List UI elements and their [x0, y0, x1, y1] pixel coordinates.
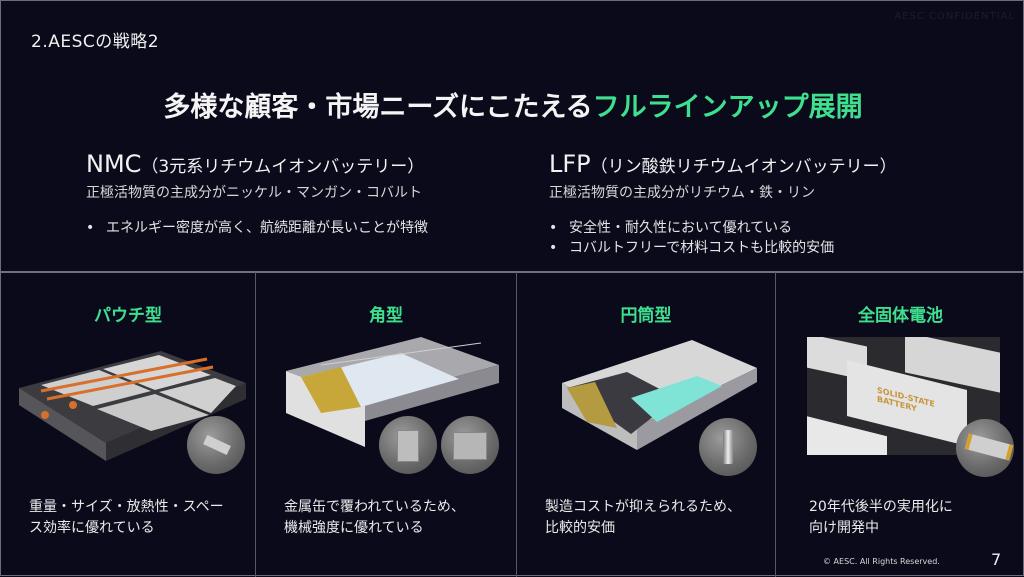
chemistry-title: NMC（3元系リチウムイオンバッテリー） — [86, 151, 428, 181]
card-description: 20年代後半の実用化に 向け開発中 — [809, 499, 953, 536]
chemistry-title: LFP（リン酸鉄リチウムイオンバッテリー） — [549, 151, 897, 181]
page-number: 7 — [991, 550, 1002, 569]
card-pouch: パウチ型 重量・サイズ・放熱性・スペー ス効率に優れている — [1, 273, 255, 577]
chemistry-name: （リン酸鉄リチウムイオンバッテリー） — [590, 157, 897, 177]
prismatic-cell-thumbnail — [379, 416, 437, 474]
chemistry-subtitle: 正極活物質の主成分がニッケル・マンガン・コバルト — [86, 185, 422, 201]
confidential-watermark: AESC CONFIDENTIAL — [894, 11, 1015, 22]
card-description: 重量・サイズ・放熱性・スペー ス効率に優れている — [29, 499, 224, 536]
card-prismatic: 角型 金属缶で覆われているため、 機械強度に優れている — [256, 273, 516, 577]
vertical-divider — [255, 272, 256, 577]
bullet-item: • 安全性・耐久性において優れている — [549, 218, 897, 238]
prismatic-battery-pack-image — [286, 337, 499, 447]
chemistry-lfp: LFP（リン酸鉄リチウムイオンバッテリー） 正極活物質の主成分がリチウム・鉄・リ… — [549, 151, 897, 258]
vertical-divider — [775, 272, 776, 577]
chemistry-bullets: • エネルギー密度が高く、航続距離が長いことが特徴 — [86, 218, 428, 238]
cylindrical-cell-thumbnail — [699, 418, 757, 476]
bullet-text: エネルギー密度が高く、航続距離が長いことが特徴 — [106, 220, 428, 236]
solid-state-label: SOLID-STATE BATTERY — [877, 385, 935, 414]
prismatic-cell-thumbnail-2 — [441, 416, 499, 474]
bullet-icon: • — [549, 220, 558, 236]
bullet-item: • エネルギー密度が高く、航続距離が長いことが特徴 — [86, 218, 428, 238]
chemistry-nmc: NMC（3元系リチウムイオンバッテリー） 正極活物質の主成分がニッケル・マンガン… — [86, 151, 428, 238]
cylindrical-battery-pack-image — [562, 340, 757, 450]
chemistry-subtitle: 正極活物質の主成分がリチウム・鉄・リン — [549, 185, 815, 201]
chemistry-bullets: • 安全性・耐久性において優れている • コバルトフリーで材料コストも比較的安価 — [549, 218, 897, 258]
card-title: 円筒型 — [620, 306, 672, 326]
bullet-item: • コバルトフリーで材料コストも比較的安価 — [549, 238, 897, 258]
chemistry-abbr: LFP — [549, 150, 591, 178]
bullet-text: コバルトフリーで材料コストも比較的安価 — [569, 240, 835, 256]
card-description: 金属缶で覆われているため、 機械強度に優れている — [284, 499, 465, 536]
card-solid-state: 全固体電池 SOLID-STATE BATTERY 20年代後半の実用化に 向け… — [776, 273, 1024, 577]
pouch-battery-pack-image — [19, 351, 246, 461]
bullet-icon: • — [86, 220, 95, 236]
section-label: 2.AESCの戦略2 — [31, 32, 160, 52]
copyright: © AESC. All Rights Reserved. — [823, 557, 940, 566]
pouch-cell-thumbnail — [187, 416, 245, 474]
card-cylindrical: 円筒型 製造コストが抑えられるため、 比較的安価 — [517, 273, 775, 577]
headline-main: 多様な顧客・市場ニーズにこたえる — [163, 92, 593, 123]
vertical-divider — [516, 272, 517, 577]
card-title: パウチ型 — [94, 306, 162, 326]
card-title: 全固体電池 — [858, 306, 943, 326]
card-description: 製造コストが抑えられるため、 比較的安価 — [545, 499, 741, 536]
slide-headline: 多様な顧客・市場ニーズにこたえるフルラインアップ展開 — [1, 85, 1024, 124]
horizontal-divider — [1, 271, 1024, 273]
bullet-icon: • — [549, 240, 558, 256]
headline-accent: フルラインアップ展開 — [592, 92, 863, 123]
bullet-text: 安全性・耐久性において優れている — [569, 220, 793, 236]
solid-state-cell-thumbnail — [956, 419, 1014, 477]
chemistry-name: （3元系リチウムイオンバッテリー） — [141, 157, 425, 177]
chemistry-abbr: NMC — [86, 150, 142, 178]
card-title: 角型 — [369, 306, 403, 326]
